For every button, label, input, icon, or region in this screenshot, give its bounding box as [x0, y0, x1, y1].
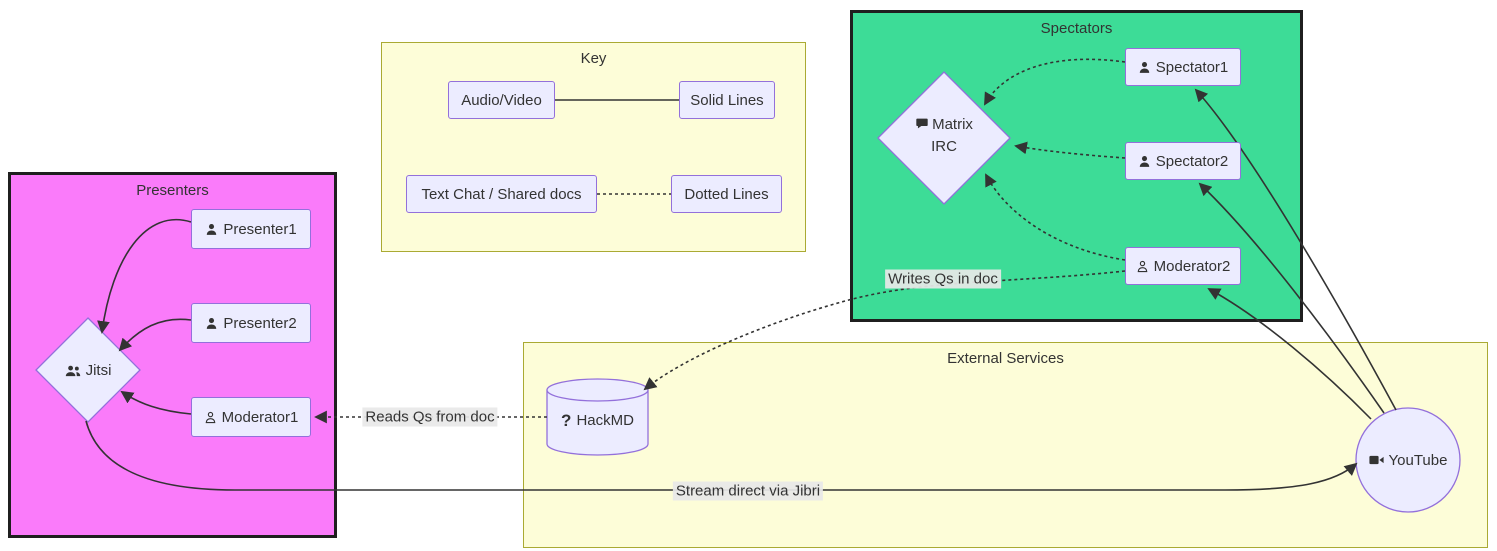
node-presenter1: Presenter1 [191, 209, 311, 249]
users-icon [65, 364, 81, 377]
subgraph-external-services-title: External Services [947, 350, 1064, 367]
node-moderator2: Moderator2 [1125, 247, 1241, 285]
edge-label-writes-qs: Writes Qs in doc [885, 269, 1001, 289]
video-camera-icon [1368, 454, 1384, 466]
node-label: Moderator1 [221, 408, 299, 426]
user-outline-icon [204, 411, 217, 424]
edge-label-reads-qs: Reads Qs from doc [362, 407, 498, 427]
node-label: Moderator2 [1153, 257, 1231, 275]
node-label: Solid Lines [690, 91, 764, 109]
subgraph-external-services: External Services [523, 342, 1488, 548]
node-label: YouTube [1388, 451, 1448, 469]
node-label: Audio/Video [461, 91, 542, 109]
node-label: HackMD [576, 411, 634, 429]
node-label: Matrix IRC [931, 116, 973, 155]
subgraph-spectators-title: Spectators [1040, 20, 1113, 37]
node-spectator2: Spectator2 [1125, 142, 1241, 180]
node-spectator1: Spectator1 [1125, 48, 1241, 86]
node-label: Dotted Lines [684, 185, 769, 203]
subgraph-key: Key [381, 42, 806, 252]
user-icon [205, 317, 218, 330]
subgraph-presenters-title: Presenters [136, 182, 209, 199]
node-presenter2: Presenter2 [191, 303, 311, 343]
node-label: Text Chat / Shared docs [421, 185, 582, 203]
comment-icon [915, 117, 929, 130]
node-moderator1: Moderator1 [191, 397, 311, 437]
node-label: Jitsi [85, 361, 112, 379]
node-matrix-irc: Matrix IRC [904, 114, 984, 168]
subgraph-key-title: Key [580, 50, 607, 67]
node-hackmd: ? HackMD [547, 406, 648, 434]
node-solid-lines: Solid Lines [679, 81, 775, 119]
node-text-chat-shared-docs: Text Chat / Shared docs [406, 175, 597, 213]
edge-label-stream-jibri: Stream direct via Jibri [672, 481, 824, 501]
node-jitsi: Jitsi [38, 355, 138, 385]
node-label: Spectator2 [1155, 152, 1229, 170]
node-label: Presenter1 [223, 220, 297, 238]
user-icon [1138, 155, 1151, 168]
question-icon: ? [561, 410, 572, 430]
node-dotted-lines: Dotted Lines [671, 175, 782, 213]
node-label: Spectator1 [1155, 58, 1229, 76]
node-label: Presenter2 [223, 314, 297, 332]
user-icon [205, 223, 218, 236]
user-outline-icon [1136, 260, 1149, 273]
user-icon [1138, 61, 1151, 74]
node-audio-video: Audio/Video [448, 81, 555, 119]
node-youtube: YouTube [1356, 446, 1460, 474]
